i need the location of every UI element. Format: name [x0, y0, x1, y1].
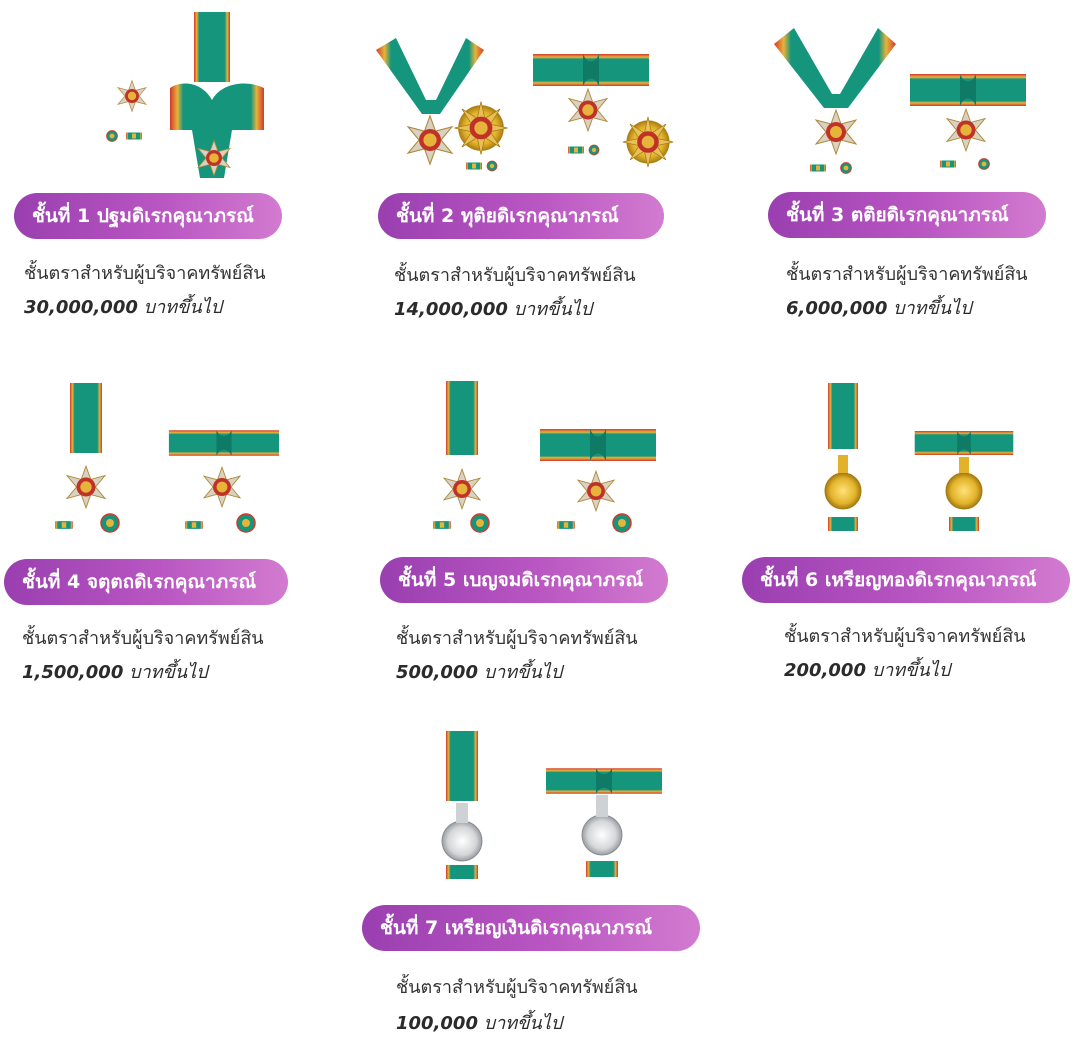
class-6-amount: 200,000 บาทขึ้นไป [784, 660, 951, 681]
class-card-4: ชั้นที่ 4 จตุตถดิเรกคุณาภรณ์ ชั้นตราสำหร… [4, 375, 304, 685]
class-7-amount: 100,000 บาทขึ้นไป [396, 1013, 563, 1034]
class-card-6: ชั้นที่ 6 เหรียญทองดิเรกคุณาภรณ์ ชั้นตรา… [742, 375, 1072, 685]
class-5-amount: 500,000 บาทขึ้นไป [396, 662, 563, 683]
class-5-title-pill: ชั้นที่ 5 เบญจมดิเรกคุณาภรณ์ [380, 557, 668, 603]
class-3-title-pill: ชั้นที่ 3 ตติยดิเรกคุณาภรณ์ [768, 192, 1046, 238]
class-3-description: ชั้นตราสำหรับผู้บริจาคทรัพย์สิน [786, 264, 1028, 285]
class-6-description: ชั้นตราสำหรับผู้บริจาคทรัพย์สิน [784, 626, 1026, 647]
class-1-amount: 30,000,000 บาทขึ้นไป [24, 297, 223, 318]
class-6-title-pill: ชั้นที่ 6 เหรียญทองดิเรกคุณาภรณ์ [742, 557, 1070, 603]
class-1-description: ชั้นตราสำหรับผู้บริจาคทรัพย์สิน [24, 263, 266, 284]
class-1-title-pill: ชั้นที่ 1 ปฐมดิเรกคุณาภรณ์ [14, 193, 282, 239]
class-card-1: ชั้นที่ 1 ปฐมดิเรกคุณาภรณ์ ชั้นตราสำหรับ… [12, 10, 302, 320]
class-2-description: ชั้นตราสำหรับผู้บริจาคทรัพย์สิน [394, 265, 636, 286]
class-2-insignia-image [376, 38, 674, 172]
class-card-3: ชั้นที่ 3 ตติยดิเรกคุณาภรณ์ ชั้นตราสำหรั… [758, 10, 1058, 320]
class-1-insignia-image [106, 12, 264, 178]
class-2-amount: 14,000,000 บาทขึ้นไป [394, 299, 593, 320]
class-4-title-pill: ชั้นที่ 4 จตุตถดิเรกคุณาภรณ์ [4, 559, 288, 605]
class-card-2: ชั้นที่ 2 ทุติยดิเรกคุณาภรณ์ ชั้นตราสำหร… [366, 10, 686, 320]
class-3-amount: 6,000,000 บาทขึ้นไป [786, 298, 972, 319]
class-5-description: ชั้นตราสำหรับผู้บริจาคทรัพย์สิน [396, 628, 638, 649]
class-4-insignia-image [55, 383, 280, 533]
class-7-description: ชั้นตราสำหรับผู้บริจาคทรัพย์สิน [396, 977, 638, 998]
class-7-title-pill: ชั้นที่ 7 เหรียญเงินดิเรกคุณาภรณ์ [362, 905, 700, 951]
class-7-insignia-image [441, 731, 662, 879]
class-3-insignia-image [774, 28, 1026, 174]
class-card-7: ชั้นที่ 7 เหรียญเงินดิเรกคุณาภรณ์ ชั้นตร… [360, 725, 700, 1035]
class-4-amount: 1,500,000 บาทขึ้นไป [22, 662, 208, 683]
class-2-title-pill: ชั้นที่ 2 ทุติยดิเรกคุณาภรณ์ [378, 193, 664, 239]
class-4-description: ชั้นตราสำหรับผู้บริจาคทรัพย์สิน [22, 628, 264, 649]
class-card-5: ชั้นที่ 5 เบญจมดิเรกคุณาภรณ์ ชั้นตราสำหร… [380, 375, 680, 685]
class-5-insignia-image [433, 381, 656, 533]
class-6-insignia-image [824, 383, 1014, 531]
